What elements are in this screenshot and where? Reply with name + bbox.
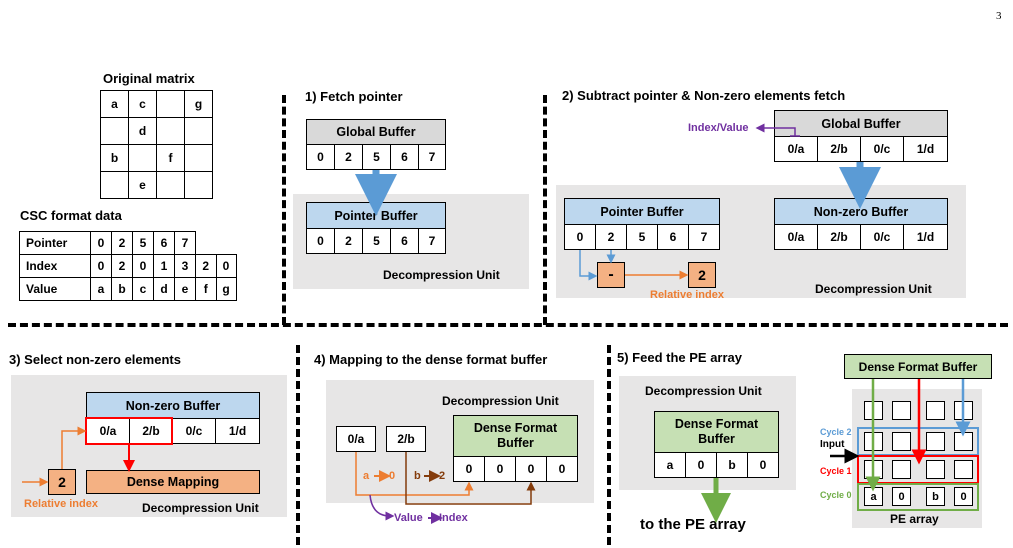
divider-horizontal xyxy=(8,323,1008,327)
step5-dense-cell: b xyxy=(716,452,748,478)
step4-dense-cell: 0 xyxy=(484,456,516,482)
step2-result-box: 2 xyxy=(688,262,716,288)
step3-nonzero-cell: 1/d xyxy=(215,418,260,444)
step2-global-cell: 1/d xyxy=(903,136,948,162)
step4-unit-label: Decompression Unit xyxy=(442,394,559,408)
divider-3 xyxy=(296,345,300,545)
step1-pointer-cell: 7 xyxy=(418,228,446,254)
step2-unit-label: Decompression Unit xyxy=(815,282,932,296)
step5-dense-buffer-line2: Buffer xyxy=(698,432,735,446)
step4-dense-buffer-line1: Dense Format xyxy=(473,421,558,435)
step3-title: 3) Select non-zero elements xyxy=(9,352,181,367)
pe-cell xyxy=(926,432,945,451)
step2-index-value-arrow xyxy=(755,123,796,136)
step4-map-a-to: 0 xyxy=(389,470,396,482)
step3-nonzero-cell: 0/c xyxy=(172,418,216,444)
step4-map-b-arrow xyxy=(405,452,536,505)
step2-nonzero-cell: 1/d xyxy=(903,224,948,250)
step5-dense-buffer-line1: Dense Format xyxy=(674,417,759,431)
step2-pointer-cell: 6 xyxy=(657,224,689,250)
pe-cell: 0 xyxy=(954,487,973,506)
step1-pointer-cell: 6 xyxy=(390,228,419,254)
step1-title: 1) Fetch pointer xyxy=(305,89,403,104)
step4-dense-cell: 0 xyxy=(546,456,578,482)
step1-global-buffer: Global Buffer xyxy=(306,119,446,145)
step3-dense-mapping: Dense Mapping xyxy=(86,470,260,494)
step1-pointer-cell: 5 xyxy=(362,228,391,254)
step5-dense-cell: a xyxy=(654,452,686,478)
pe-row-cycle0 xyxy=(857,483,979,511)
step2-global-cell: 2/b xyxy=(817,136,861,162)
pe-cell xyxy=(892,401,911,420)
step2-pointer-cell: 2 xyxy=(595,224,627,250)
step2-pointer-cell: 7 xyxy=(688,224,720,250)
pe-top-buffer: Dense Format Buffer xyxy=(844,354,992,379)
step1-global-cell: 5 xyxy=(362,144,391,170)
step4-dense-buffer-line2: Buffer xyxy=(497,436,534,450)
step2-pointer-buffer: Pointer Buffer xyxy=(564,198,720,225)
pe-cell xyxy=(892,460,911,479)
csc-title: CSC format data xyxy=(20,208,122,223)
step1-global-cell: 6 xyxy=(390,144,419,170)
step5-dense-buffer: Dense Format Buffer xyxy=(654,411,779,453)
step1-pointer-cell: 0 xyxy=(306,228,335,254)
step4-title: 4) Mapping to the dense format buffer xyxy=(314,352,548,367)
pe-cell: 0 xyxy=(892,487,911,506)
pe-cell xyxy=(954,460,973,479)
divider-1 xyxy=(282,95,286,325)
divider-2 xyxy=(543,95,547,325)
step2-pointer-line-0 xyxy=(579,250,598,281)
step4-value-index-arrow xyxy=(369,494,395,521)
pe-input-label: Input xyxy=(820,439,845,450)
divider-4 xyxy=(607,345,611,545)
step4-input-cell-b: 2/b xyxy=(386,426,426,452)
step4-map-b-from: b xyxy=(414,470,421,482)
step1-global-cell: 7 xyxy=(418,144,446,170)
step4-dense-cell: 0 xyxy=(453,456,485,482)
step5-unit-label: Decompression Unit xyxy=(645,384,762,398)
step1-global-cell: 0 xyxy=(306,144,335,170)
pe-cycle1-label: Cycle 1 xyxy=(820,466,852,476)
step2-pointer-cell: 5 xyxy=(626,224,658,250)
step4-map-b-to: 2 xyxy=(439,470,446,482)
pe-cycle2-label: Cycle 2 xyxy=(820,427,852,437)
step2-title: 2) Subtract pointer & Non-zero elements … xyxy=(562,88,846,103)
step4-dense-cell: 0 xyxy=(515,456,547,482)
pe-cell xyxy=(892,432,911,451)
step3-nonzero-buffer: Non-zero Buffer xyxy=(86,392,260,419)
pe-cycle0-label: Cycle 0 xyxy=(820,490,852,500)
step2-index-value-label: Index/Value xyxy=(688,122,749,134)
step5-title: 5) Feed the PE array xyxy=(617,350,742,365)
pe-cell: b xyxy=(926,487,945,506)
step3-nonzero-cell: 2/b xyxy=(129,418,173,444)
step2-global-cell: 0/c xyxy=(860,136,904,162)
step5-dense-cell: 0 xyxy=(747,452,779,478)
step3-relative-box: 2 xyxy=(48,469,76,495)
step2-relative-index: Relative index xyxy=(650,289,724,301)
page-number: 3 xyxy=(996,10,1002,22)
step4-input-cell-a: 0/a xyxy=(336,426,376,452)
step4-map-a-from: a xyxy=(363,470,370,482)
pe-array-label: PE array xyxy=(890,512,939,526)
original-matrix-title: Original matrix xyxy=(103,71,195,86)
step2-nonzero-cell: 0/a xyxy=(774,224,818,250)
pe-cell xyxy=(926,401,945,420)
step1-pointer-cell: 2 xyxy=(334,228,363,254)
step4-value-label: Value xyxy=(394,512,423,524)
step4-index-label: Index xyxy=(439,512,468,524)
step3-relative-index: Relative index xyxy=(24,498,98,510)
step3-unit-label: Decompression Unit xyxy=(142,501,259,515)
pe-cell xyxy=(926,460,945,479)
step1-unit-label: Decompression Unit xyxy=(383,268,500,282)
step4-map-a-arrow xyxy=(355,452,474,496)
step3-relative-arrow xyxy=(61,426,87,469)
